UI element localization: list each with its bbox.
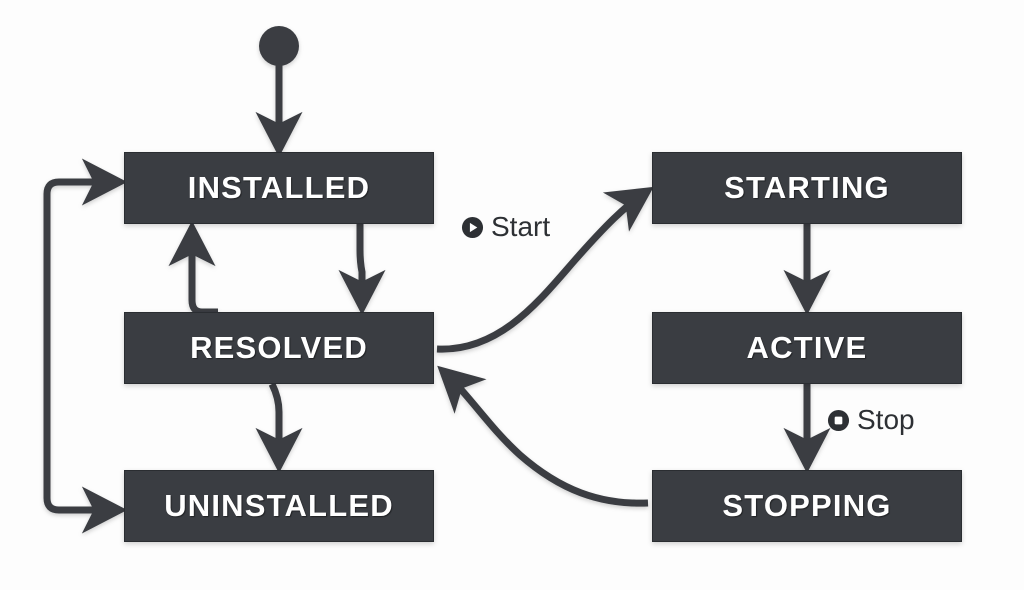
state-node-uninstalled-label: UNINSTALLED	[164, 488, 394, 523]
state-node-installed-label: INSTALLED	[187, 170, 371, 205]
edge-label-start-text: Start	[491, 211, 551, 242]
state-node-resolved-label: RESOLVED	[190, 330, 368, 365]
edge-loop-rail-to-uninstalled	[43, 290, 128, 534]
stop-circle-icon	[827, 409, 850, 432]
state-node-uninstalled[interactable]: UNINSTALLED	[124, 470, 434, 542]
edge-stopping-to-resolved	[437, 365, 649, 507]
play-circle-icon	[461, 216, 484, 239]
edge-loop-rail-to-installed	[43, 158, 128, 300]
edge-resolved-to-installed	[168, 220, 218, 316]
state-node-active-label: ACTIVE	[746, 330, 868, 365]
state-node-starting[interactable]: STARTING	[652, 152, 962, 224]
state-node-starting-label: STARTING	[724, 170, 890, 205]
initial-state-circle	[259, 26, 299, 66]
edge-resolved-to-starting	[436, 186, 654, 353]
state-node-stopping-label: STOPPING	[722, 488, 892, 523]
edge-label-stop-text: Stop	[857, 404, 915, 435]
edge-installed-to-resolved	[338, 224, 386, 316]
edge-label-stop: Stop	[827, 406, 915, 434]
edge-resolved-to-uninstalled	[255, 382, 303, 474]
state-node-installed[interactable]: INSTALLED	[124, 152, 434, 224]
edge-label-start: Start	[461, 213, 550, 241]
state-node-stopping[interactable]: STOPPING	[652, 470, 962, 542]
state-node-active[interactable]: ACTIVE	[652, 312, 962, 384]
state-node-resolved[interactable]: RESOLVED	[124, 312, 434, 384]
